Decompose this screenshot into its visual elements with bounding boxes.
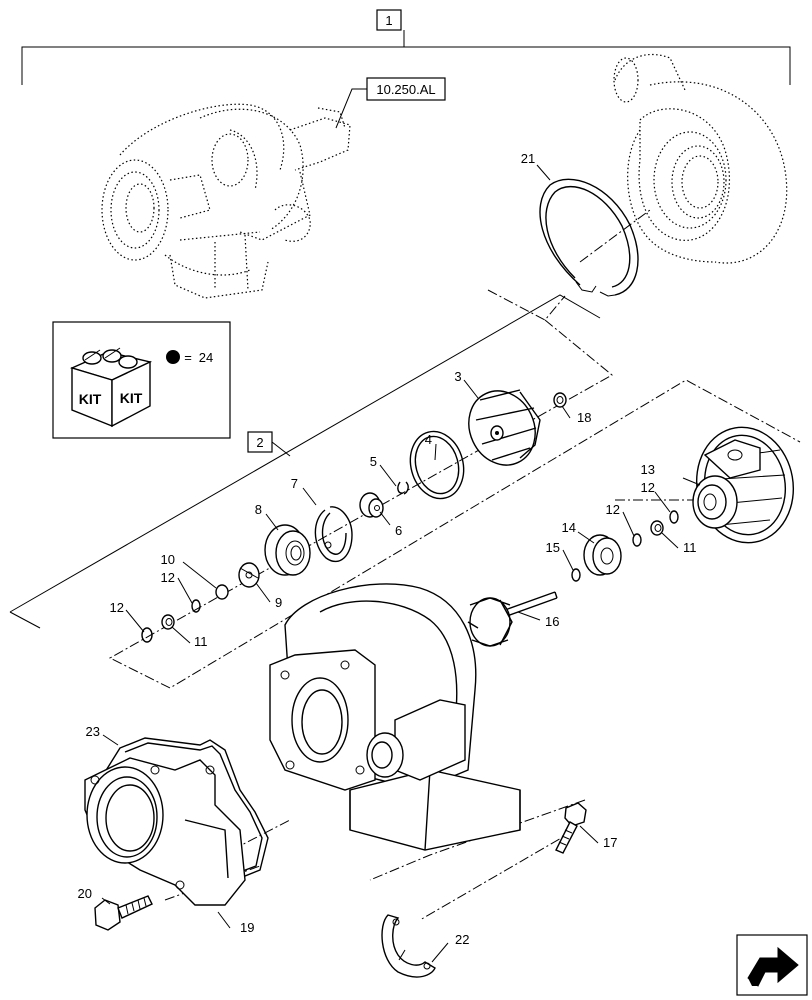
callout-18: 18: [577, 410, 591, 425]
subassembly-bracket: [9, 294, 601, 629]
callout-20: 20: [78, 886, 92, 901]
clip-22: [381, 914, 436, 978]
nut-11-a: [161, 614, 175, 630]
callout-12-a: 12: [161, 570, 175, 585]
subassembly-ref-label: 2: [256, 435, 263, 450]
callout-22: 22: [455, 932, 469, 947]
callout-3: 3: [454, 369, 461, 384]
outlet-elbow-19: [84, 757, 246, 906]
insert-8: [264, 524, 311, 576]
callout-12-b: 12: [110, 600, 124, 615]
callout-12-d: 12: [606, 502, 620, 517]
kit-label-right: KIT: [120, 390, 143, 406]
ring-12-c: [669, 510, 679, 524]
shaft-wheel-16: [467, 591, 558, 647]
callout-7: 7: [291, 476, 298, 491]
callout-14: 14: [562, 520, 576, 535]
callout-15: 15: [546, 540, 560, 555]
cross-ref-label: 10.250.AL: [376, 82, 435, 97]
callout-5: 5: [370, 454, 377, 469]
bolt-20: [94, 895, 153, 931]
kit-panel[interactable]: KIT KIT = 24: [52, 321, 231, 439]
callout-8: 8: [255, 502, 262, 517]
next-page-arrow-icon[interactable]: [736, 934, 808, 996]
callout-21: 21: [521, 151, 535, 166]
callout-11-a: 11: [194, 634, 208, 649]
cross-ref-box[interactable]: 10.250.AL: [366, 77, 446, 101]
retaining-ring-7: [314, 506, 353, 563]
callout-9: 9: [275, 595, 282, 610]
assembly-ref-label: 1: [385, 13, 392, 28]
callout-16: 16: [545, 614, 559, 629]
subassembly-ref-box[interactable]: 2: [247, 431, 273, 453]
nut-11-b: [650, 520, 664, 536]
kit-equals: =: [184, 350, 192, 365]
cross-ref-leader: [335, 88, 367, 129]
callout-10: 10: [161, 552, 175, 567]
bolt-17: [555, 802, 587, 854]
ring-12-d: [632, 533, 642, 547]
ring-12-a: [191, 599, 201, 613]
callout-23: 23: [86, 724, 100, 739]
reference-turbo-assembly: [101, 103, 351, 299]
compressor-wheel-3: [468, 389, 541, 466]
bearing-14: [583, 534, 622, 576]
callout-13: 13: [641, 462, 655, 477]
callout-4: 4: [425, 432, 432, 447]
callout-17: 17: [603, 835, 617, 850]
clip-5: [397, 481, 409, 495]
center-housing: [269, 583, 521, 851]
callout-6: 6: [395, 523, 402, 538]
ring-15: [571, 568, 581, 582]
thrust-plate-9: [238, 562, 260, 588]
ring-12-b: [141, 627, 153, 643]
callout-leaders: [101, 164, 701, 963]
assembly-bracket: [21, 30, 791, 85]
assembly-ref-box[interactable]: 1: [376, 9, 402, 31]
washer-10: [215, 584, 229, 600]
seal-ring-4: [409, 430, 465, 500]
callout-11-b: 11: [683, 540, 697, 555]
sleeve-6: [359, 492, 384, 518]
kit-ref: 24: [199, 350, 213, 365]
kit-bullet-icon: [166, 350, 180, 364]
reference-turbine-housing: [613, 53, 788, 264]
nut-18: [553, 392, 567, 408]
callout-12-c: 12: [641, 480, 655, 495]
bearing-housing-13: [692, 426, 795, 544]
snap-ring-21: [539, 178, 639, 297]
callout-19: 19: [240, 920, 254, 935]
kit-label-left: KIT: [79, 391, 102, 407]
